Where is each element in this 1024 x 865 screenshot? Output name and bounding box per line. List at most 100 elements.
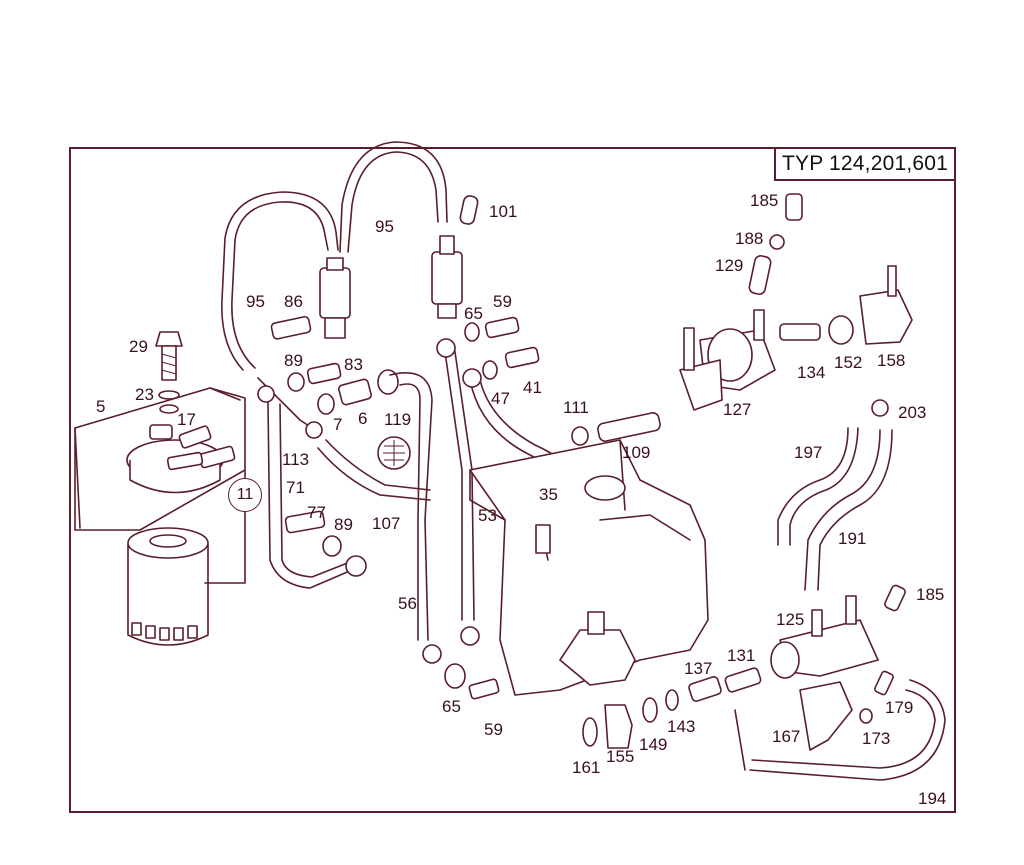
sleeve-101 [459, 195, 479, 225]
bolt-29 [155, 331, 183, 381]
bolt-185b [884, 584, 906, 612]
part-label: 5 [96, 397, 106, 416]
part-label: 107 [372, 514, 401, 533]
nut-6 [338, 378, 372, 406]
part-label: 149 [639, 735, 668, 754]
bolt-179 [874, 670, 894, 696]
strainer-119 [377, 436, 411, 470]
part-label: 35 [539, 485, 558, 504]
part-label: 179 [885, 698, 914, 717]
part-label: 203 [898, 403, 927, 422]
spring-137 [688, 676, 722, 702]
filter-housing-5 [74, 387, 246, 531]
part-label: 65 [442, 697, 461, 716]
seal-65 [464, 322, 480, 342]
part-label: 59 [493, 292, 512, 311]
seal-143 [665, 689, 679, 711]
part-label: 185 [750, 191, 779, 210]
part-label: 161 [572, 758, 601, 777]
injection-pump [469, 439, 709, 696]
part-label: 65 [464, 304, 483, 323]
part-label: 89 [334, 515, 353, 534]
seal-47 [482, 360, 498, 380]
housing-158 [859, 265, 913, 345]
valve-131 [724, 667, 762, 693]
valve-134 [779, 323, 821, 341]
part-label: 101 [489, 202, 518, 221]
part-label: 41 [523, 378, 542, 397]
part-label: 7 [333, 415, 343, 434]
part-label: 47 [491, 389, 510, 408]
connector-109 [597, 412, 661, 442]
part-label: 125 [776, 610, 805, 629]
part-label: 83 [344, 355, 363, 374]
clamp-203 [871, 399, 889, 417]
part-label: 71 [286, 478, 305, 497]
part-label: 185 [916, 585, 945, 604]
type-label: TYP 124,201,601 [781, 152, 949, 175]
hollow-bolt-86 [270, 315, 312, 340]
part-label: 197 [794, 443, 823, 462]
part-label: 167 [772, 727, 801, 746]
seal-161 [582, 717, 598, 747]
bolt-41 [504, 346, 540, 369]
hose-95-left [231, 201, 329, 369]
filter-cartridge [127, 527, 209, 646]
part-label: 131 [727, 646, 756, 665]
bolt-59b [468, 678, 500, 700]
washer-173 [859, 708, 873, 724]
part-label: 191 [838, 529, 867, 548]
part-label: 29 [129, 337, 148, 356]
part-label: 194 [918, 789, 947, 808]
injector-right [431, 235, 463, 319]
fitting-83 [306, 362, 342, 385]
washer-23 [158, 390, 180, 400]
part-label: 86 [284, 292, 303, 311]
type-label-box: TYP 124,201,601 [774, 147, 956, 181]
part-label: 77 [307, 503, 326, 522]
seal-149 [642, 697, 658, 723]
part-label: 129 [715, 256, 744, 275]
bolt-59 [484, 316, 520, 339]
diagram-frame [69, 147, 956, 813]
part-label: 119 [384, 410, 412, 429]
part-label: 111 [563, 398, 589, 417]
bolt-77 [284, 510, 326, 534]
injector-left [319, 257, 351, 339]
seal-65b [444, 663, 466, 689]
clamp-111 [571, 426, 589, 446]
seal-89b [322, 535, 342, 557]
part-label: 23 [135, 385, 154, 404]
bolt-185 [785, 193, 803, 221]
part-label: 95 [246, 292, 265, 311]
seal-89 [287, 372, 305, 392]
part-label: 53 [478, 506, 497, 525]
part-label: 17 [177, 410, 196, 429]
part-label: 158 [877, 351, 906, 370]
part-label: 143 [667, 717, 696, 736]
callout-circle-label: 11 [236, 486, 254, 503]
part-label: 113 [282, 450, 310, 469]
part-label: 109 [622, 443, 651, 462]
part-label: 137 [684, 659, 713, 678]
washer-7 [317, 393, 335, 415]
part-label: 6 [358, 409, 368, 428]
part-label: 59 [484, 720, 503, 739]
elbow-155 [604, 704, 633, 749]
part-label: 188 [735, 229, 764, 248]
seal-152 [828, 315, 854, 345]
part-label: 127 [723, 400, 752, 419]
tube-129 [748, 255, 772, 295]
part-label: 155 [606, 747, 635, 766]
hand-pump-127 [679, 309, 776, 411]
part-label: 173 [862, 729, 891, 748]
part-label: 89 [284, 351, 303, 370]
part-label: 95 [375, 217, 394, 236]
washer-188 [769, 234, 785, 250]
seal-17 [159, 404, 179, 414]
pump-125 [770, 595, 879, 751]
part-label: 56 [398, 594, 417, 613]
part-label: 134 [797, 363, 826, 382]
callout-circle-11: 11 [228, 478, 262, 512]
